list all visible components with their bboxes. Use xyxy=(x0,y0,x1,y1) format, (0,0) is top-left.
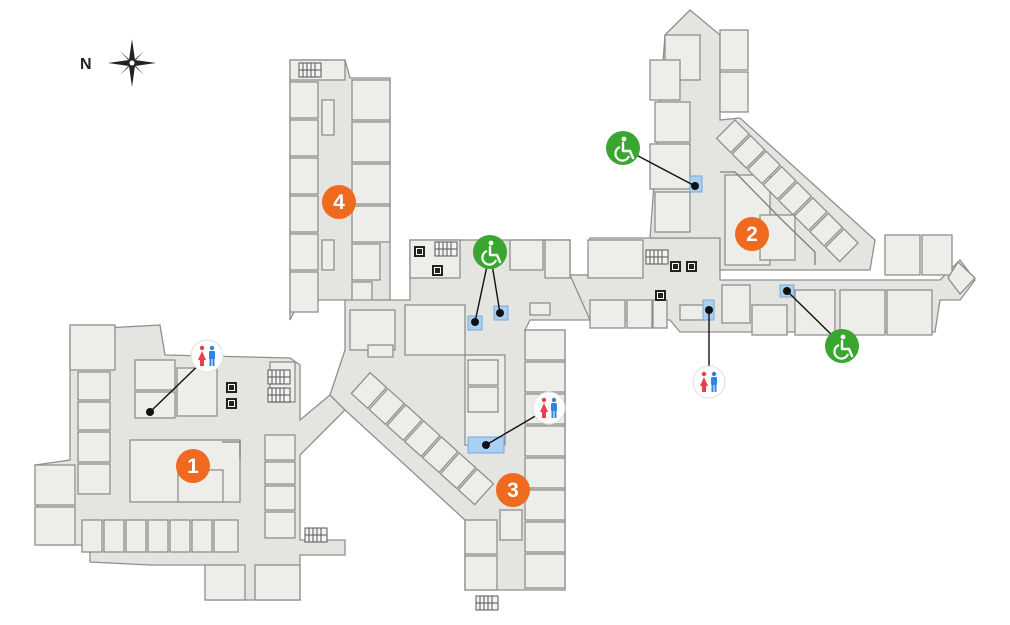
elevator-icon xyxy=(225,381,238,394)
north-east-wing xyxy=(649,9,876,271)
stairs-icon xyxy=(267,387,291,403)
central-wing xyxy=(329,239,666,591)
stairs-icon xyxy=(645,249,669,265)
zone-marker-4[interactable]: 4 xyxy=(322,185,356,219)
zone-marker-3[interactable]: 3 xyxy=(496,473,530,507)
zone-label: 1 xyxy=(187,455,199,478)
elevator-icon xyxy=(669,260,682,273)
stairs-icon xyxy=(267,369,291,385)
wheelchair-icon[interactable] xyxy=(823,327,861,365)
wheelchair-icon[interactable] xyxy=(471,233,509,271)
compass-rose-icon xyxy=(108,39,156,87)
wheelchair-icon[interactable] xyxy=(604,129,642,167)
zone-markers: 1 2 3 4 xyxy=(176,185,769,507)
elevator-icon xyxy=(413,245,426,258)
stairs-icon xyxy=(304,527,328,543)
elevator-icon xyxy=(685,260,698,273)
stairs-icon xyxy=(475,595,499,611)
compass-north-label: N xyxy=(80,56,92,73)
north-wing xyxy=(289,59,391,321)
zone-label: 2 xyxy=(746,223,758,246)
building-footprint xyxy=(34,9,976,601)
zone-marker-1[interactable]: 1 xyxy=(176,449,210,483)
elevator-icon xyxy=(431,264,444,277)
elevator-icon xyxy=(654,289,667,302)
restroom-icon[interactable] xyxy=(190,339,224,373)
elevator-icon xyxy=(225,397,238,410)
zone-label: 4 xyxy=(333,191,345,214)
restroom-icon[interactable] xyxy=(532,391,566,425)
stairs-icon xyxy=(298,62,322,78)
compass: N xyxy=(80,39,156,87)
restroom-icon[interactable] xyxy=(692,365,726,399)
amenity-markers xyxy=(146,129,861,449)
stairs-icon xyxy=(434,241,458,257)
zone-marker-2[interactable]: 2 xyxy=(735,217,769,251)
zone-label: 3 xyxy=(507,479,519,502)
